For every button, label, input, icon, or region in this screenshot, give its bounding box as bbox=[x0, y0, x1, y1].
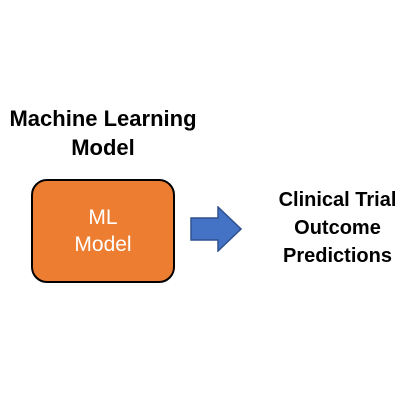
outcome-line-2: Outcome bbox=[294, 217, 381, 239]
diagram-heading: Machine Learning Model bbox=[0, 104, 206, 162]
model-box-line-2: Model bbox=[74, 233, 132, 256]
right-arrow-icon bbox=[190, 206, 242, 252]
ml-model-box: ML Model bbox=[31, 179, 175, 283]
outcome-line-3: Predictions bbox=[283, 245, 392, 267]
arrow-shape bbox=[190, 206, 242, 252]
heading-line-2: Model bbox=[71, 135, 135, 160]
model-box-line-1: ML bbox=[88, 206, 118, 229]
heading-line-1: Machine Learning bbox=[9, 106, 197, 131]
outcome-line-1: Clinical Trial bbox=[278, 189, 397, 211]
outcome-label: Clinical Trial Outcome Predictions bbox=[255, 186, 420, 270]
